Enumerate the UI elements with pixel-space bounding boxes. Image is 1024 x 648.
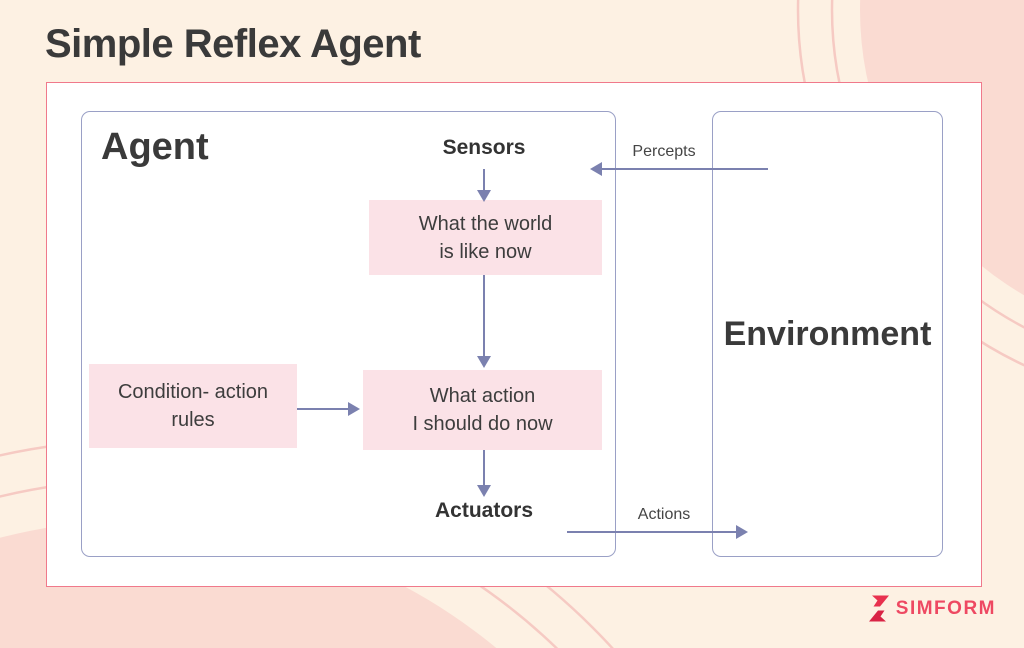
condition-rules-node: Condition- action rules [89,364,297,448]
action-choice-node: What action I should do now [363,370,602,450]
simform-logo-icon [868,595,889,622]
percepts-label: Percepts [632,143,696,160]
brand-name: SIMFORM [895,597,996,619]
world-state-node: What the world is like now [369,200,602,275]
agent-label: Agent [101,126,209,168]
environment-box: Environment [712,111,943,557]
brand-logo: SIMFORM [867,595,996,622]
actuators-label: Actuators [434,499,534,522]
agent-box: Agent [81,111,616,557]
page-title: Simple Reflex Agent [45,22,421,66]
sensors-label: Sensors [442,136,526,159]
actions-label: Actions [637,506,691,523]
environment-label: Environment [723,314,932,353]
